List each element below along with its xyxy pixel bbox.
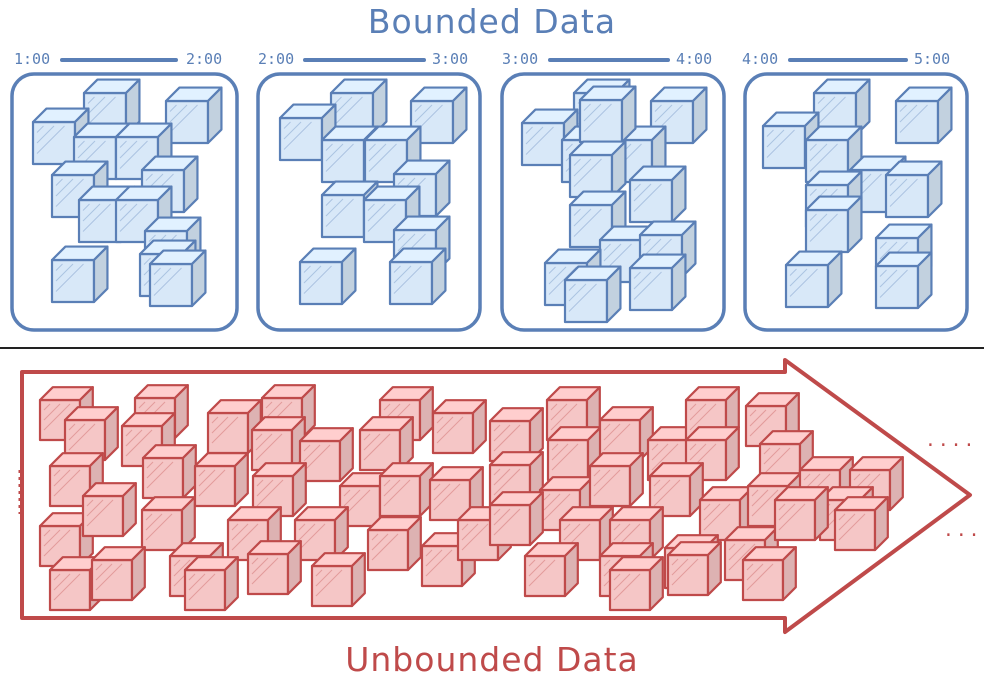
unbounded-cube-32 bbox=[698, 486, 754, 542]
unbounded-cube-51 bbox=[833, 496, 889, 552]
window-2-end-label: 3:00 bbox=[432, 50, 469, 68]
bounded-cube-w4-6 bbox=[884, 160, 943, 219]
unbounded-cube-21 bbox=[48, 452, 104, 508]
unbounded-data-title: Unbounded Data bbox=[345, 640, 639, 679]
unbounded-cube-7 bbox=[250, 416, 306, 472]
bounded-cube-w4-11 bbox=[874, 251, 933, 310]
bounded-cube-w2-1 bbox=[329, 78, 388, 137]
window-1-start-label: 1:00 bbox=[14, 50, 51, 68]
window-2-box bbox=[256, 72, 482, 332]
bounded-cube-w3-8 bbox=[568, 140, 627, 199]
bounded-cube-w1-11 bbox=[50, 245, 109, 304]
window-1-box bbox=[10, 72, 239, 332]
stream-continuation-upper: .... bbox=[925, 430, 977, 451]
window-boxes bbox=[10, 72, 969, 332]
unbounded-cube-11 bbox=[431, 399, 487, 455]
bounded-cube-w1-13 bbox=[148, 249, 207, 308]
unbounded-cube-22 bbox=[141, 444, 197, 500]
unbounded-cube-8 bbox=[298, 427, 354, 483]
unbounded-cube-39 bbox=[140, 496, 196, 552]
unbounded-cube-30 bbox=[588, 452, 644, 508]
bounded-cube-w3-13 bbox=[628, 253, 687, 312]
bounded-cube-w4-4 bbox=[804, 125, 863, 184]
unbounded-cube-12 bbox=[488, 407, 544, 463]
unbounded-cube-50 bbox=[773, 486, 829, 542]
unbounded-cube-60 bbox=[608, 556, 664, 612]
unbounded-cube-38 bbox=[81, 482, 137, 538]
stream-continuation-lower: .... bbox=[943, 520, 984, 541]
unbounded-cube-23 bbox=[193, 452, 249, 508]
window-3-box bbox=[500, 72, 726, 332]
unbounded-cube-42 bbox=[366, 516, 422, 572]
window-2-start-label: 2:00 bbox=[258, 50, 295, 68]
unbounded-data-elements bbox=[38, 384, 904, 612]
unbounded-cube-62 bbox=[741, 546, 797, 602]
bounded-cube-w2-11 bbox=[388, 247, 447, 306]
bounded-cube-w4-10 bbox=[784, 250, 843, 309]
unbounded-cube-55 bbox=[183, 556, 239, 612]
window-4-start-label: 4:00 bbox=[742, 50, 779, 68]
unbounded-cube-26 bbox=[378, 462, 434, 518]
bounded-cube-w3-7 bbox=[628, 165, 687, 224]
window-3-start-label: 3:00 bbox=[502, 50, 539, 68]
bounded-data-elements bbox=[31, 78, 953, 324]
bounded-cube-w4-2 bbox=[894, 86, 953, 145]
bounded-cube-w1-2 bbox=[164, 86, 223, 145]
unbounded-cube-58 bbox=[523, 542, 579, 598]
bounded-cube-w3-6 bbox=[578, 85, 637, 144]
unbounded-cube-53 bbox=[90, 546, 146, 602]
window-4-box bbox=[743, 72, 969, 332]
bounded-cube-w4-8 bbox=[804, 195, 863, 254]
unbounded-cube-2 bbox=[63, 406, 119, 462]
unbounded-cube-61 bbox=[666, 541, 722, 597]
bounded-cube-w2-10 bbox=[298, 247, 357, 306]
unbounded-cube-10 bbox=[358, 416, 414, 472]
unbounded-cube-24 bbox=[251, 462, 307, 518]
unbounded-cube-41 bbox=[293, 506, 349, 562]
unbounded-cube-56 bbox=[246, 540, 302, 596]
window-4-end-label: 5:00 bbox=[914, 50, 951, 68]
unbounded-cube-15 bbox=[598, 406, 654, 462]
window-1-end-label: 2:00 bbox=[186, 50, 223, 68]
bounded-cube-w3-14 bbox=[563, 265, 622, 324]
stream-arrow bbox=[20, 358, 972, 634]
unbounded-cube-57 bbox=[310, 552, 366, 608]
unbounded-cube-45 bbox=[488, 491, 544, 547]
bounded-cube-w4-1 bbox=[812, 78, 871, 137]
bounded-data-title: Bounded Data bbox=[367, 2, 617, 41]
window-3-end-label: 4:00 bbox=[676, 50, 713, 68]
